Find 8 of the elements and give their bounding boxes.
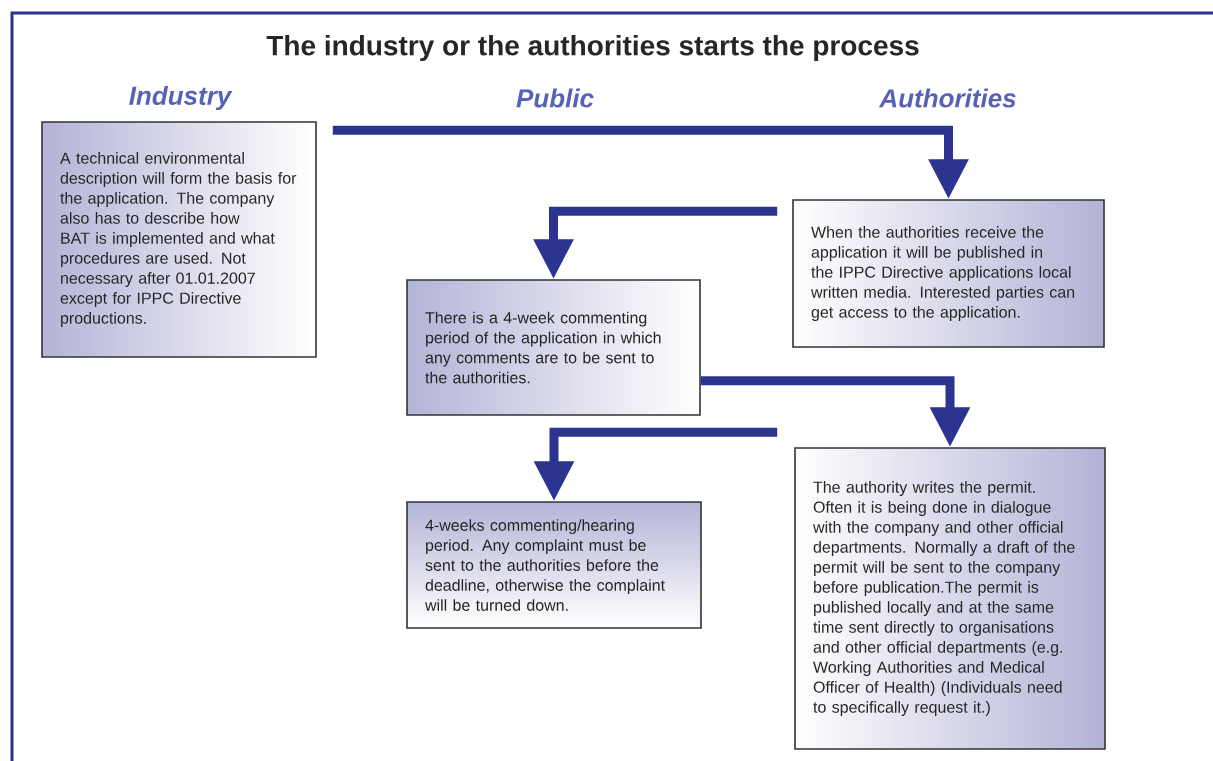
column-heading: Authorities (878, 88, 1016, 108)
text-box: A technical environmental description will form the basis for the application. The company also has to describe how BAT is implemented and what procedures are used. Not necessary after 01.01.2007 except for IPPC Directive productions. (41, 121, 317, 358)
text-box: The authority writes the permit. Often it is being done in dialogue with the company and other official departments. Normally a draft of the permit will be sent to the company before publication.The permit is published locally and at the same time sent directly to organisations and other official departments (e.g. Working Authorities and Medical Officer of Health) (Individuals need to specifically request it.) (794, 447, 1106, 750)
text-box: 4-weeks commenting/hearing period. Any complaint must be sent to the authorities before the deadline, otherwise the complaint will be turned down. (406, 501, 702, 629)
title: The industry or the authorities starts the process (266, 34, 919, 62)
text-box: There is a 4-week commenting period of the application in which any comments are to be sent to the authorities. (406, 279, 701, 416)
column-heading: Public (516, 88, 594, 108)
text-box: When the authorities receive the application it will be published in the IPPC Directive applications local written media. Interested parties can get access to the application. (792, 199, 1105, 348)
